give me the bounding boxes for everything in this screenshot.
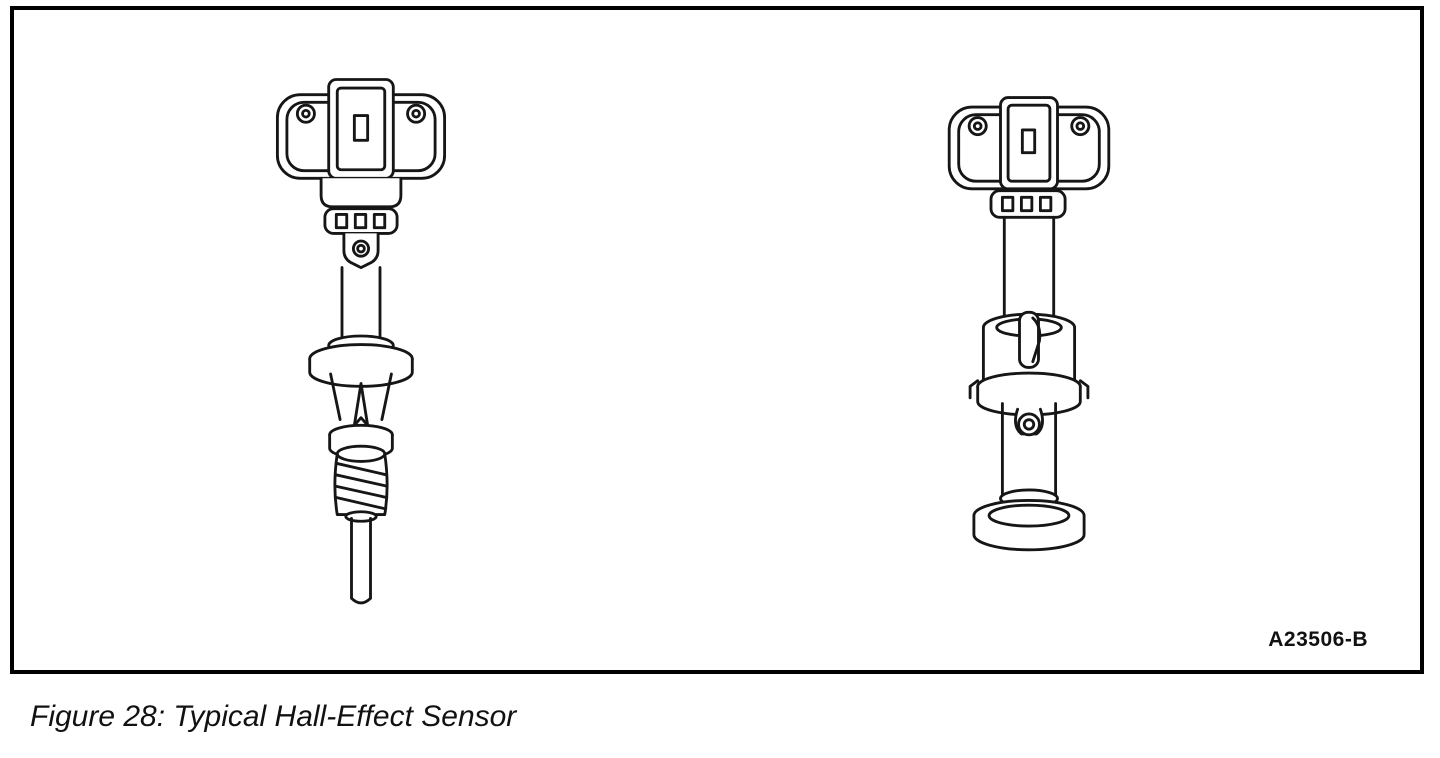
figure-caption: Figure 28: Typical Hall-Effect Sensor (30, 700, 517, 733)
hall-effect-sensor-gear-drive-illustration (275, 78, 447, 605)
hall-effect-sensor-vane-body-illustration (947, 96, 1111, 552)
figure-frame: A23506-B (10, 6, 1424, 674)
figure-reference-code: A23506-B (1268, 628, 1368, 651)
